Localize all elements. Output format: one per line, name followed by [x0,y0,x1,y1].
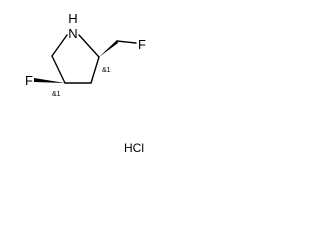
bond-c3-c2 [90,56,100,84]
stereo-label-c4: &1 [52,91,61,98]
stereo-label-c2: &1 [102,67,111,74]
nitrogen-label: N [68,26,77,41]
bond-n-c2 [78,34,100,58]
stereo-bonds [34,40,118,83]
hydrochloride-label: HCl [124,141,144,155]
fluorine-label-left: F [25,73,33,88]
bond-ch2-f [116,40,137,44]
fluorine-label-right: F [138,37,146,52]
bond-c5-c4 [51,55,66,84]
chemical-structure-diagram: H N F F &1 &1 HCl [25,11,146,155]
nh-hydrogen-label: H [68,11,77,26]
bonds [51,34,137,84]
wedge-bond-c2-ch2 [99,40,118,57]
wedge-bond-c4-f [34,78,65,83]
bond-n-c5 [51,34,68,57]
